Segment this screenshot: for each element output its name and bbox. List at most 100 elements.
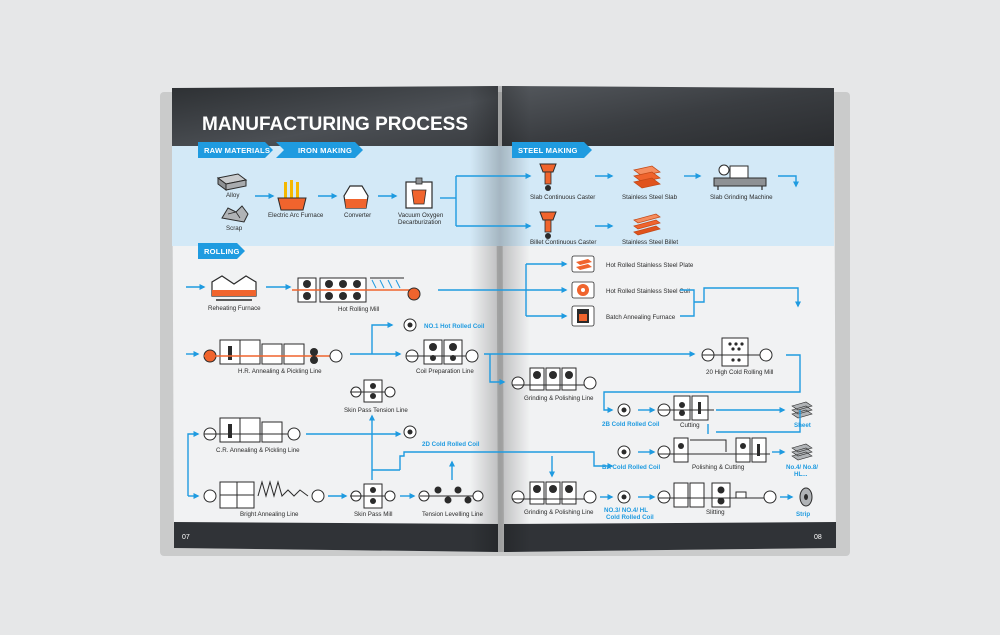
tab-raw-materials xyxy=(198,142,273,158)
polishing-cutting-label: Polishing & Cutting xyxy=(692,464,745,471)
coil-no3-label-2: Cold Rolled Coil xyxy=(606,514,654,521)
steel-slab-icon xyxy=(633,165,661,189)
footer-band-right xyxy=(504,522,836,552)
vod-icon xyxy=(405,177,433,209)
slab-caster-icon xyxy=(539,163,557,191)
cr-annealing-icon xyxy=(203,417,301,443)
coil-2b-icon xyxy=(617,403,631,417)
grinding-polishing-2-icon xyxy=(511,481,597,505)
sheet-label: Sheet xyxy=(794,422,811,429)
bright-annealing-label: Bright Annealing Line xyxy=(240,511,299,518)
cold-rolling-mill-icon xyxy=(701,337,773,367)
tab-iron-making xyxy=(276,142,363,158)
alloy-icon xyxy=(216,173,248,191)
strip-label: Strip xyxy=(796,511,810,518)
arrow-to-ba-coil xyxy=(399,451,614,470)
no1-coil-label: NO.1 Hot Rolled Coil xyxy=(424,323,485,330)
arrow-coil-batch-merge xyxy=(680,289,695,317)
hrm-label: Hot Rolling Mill xyxy=(338,306,379,313)
arrow-crm-to-2b-coil xyxy=(603,354,801,413)
bright-annealing-icon xyxy=(203,480,325,509)
strip-icon xyxy=(799,487,813,507)
vod-label-2: Decarburization xyxy=(398,219,442,226)
steel-slab-label: Stainless Steel Slab xyxy=(622,194,678,201)
crm-label: 20 High Cold Rolling Mill xyxy=(706,369,773,376)
no4-label-2: HL... xyxy=(794,471,808,478)
hr-plate-icon xyxy=(571,255,595,273)
page-title: MANUFACTURING PROCESS xyxy=(202,114,468,135)
vod-label-1: Vacuum Oxygen xyxy=(398,212,444,219)
coil-ba-icon xyxy=(617,445,631,459)
hot-rolling-mill-icon xyxy=(292,277,421,303)
tab-raw-materials-label: RAW MATERIALS xyxy=(204,146,270,155)
slab-caster-label: Slab Continuous Caster xyxy=(530,194,595,201)
eaf-label: Electric Arc Furnace xyxy=(268,212,324,219)
steel-billet-icon xyxy=(633,213,661,236)
tab-rolling-label: ROLLING xyxy=(204,247,240,256)
coil-ba-label: BA Cold Rolled Coil xyxy=(602,464,660,471)
skin-pass-mill-label: Skin Pass Mill xyxy=(354,511,393,518)
grinding-polishing-1-icon xyxy=(511,367,597,391)
coil-2d-label: 2D Cold Rolled Coil xyxy=(422,441,480,448)
arrow-to-right-edge xyxy=(694,287,801,308)
coil-2b-label: 2B Cold Rolled Coil xyxy=(602,421,660,428)
grinding-1-label: Grinding & Polishing Line xyxy=(524,395,594,402)
converter-icon xyxy=(343,185,369,209)
coil-prep-label: Coil Preparation Line xyxy=(416,368,474,375)
scrap-icon xyxy=(221,205,249,223)
sheet-icon xyxy=(791,401,813,419)
cutting-icon xyxy=(657,395,714,421)
hr-plate-label: Hot Rolled Stainless Steel Plate xyxy=(606,262,694,269)
coil-2d-icon xyxy=(403,425,417,439)
tab-steel-making-label: STEEL MAKING xyxy=(518,146,578,155)
reheating-label: Reheating Furnace xyxy=(208,305,261,312)
slab-grinding-machine-icon xyxy=(713,164,767,190)
arrow-to-no1-coil xyxy=(371,322,394,354)
electric-arc-furnace-icon xyxy=(277,180,307,211)
tab-rolling xyxy=(198,243,245,259)
slitting-label: Slitting xyxy=(706,509,725,516)
reheating-furnace-icon xyxy=(211,275,257,301)
skin-pass-tension-label: Skin Pass Tension Line xyxy=(344,407,408,414)
arrow-to-grinding-1 xyxy=(489,354,506,385)
header-band-right xyxy=(502,86,834,146)
footer-band-left xyxy=(174,522,498,552)
no4-sheet-icon xyxy=(791,443,813,461)
alloy-label: Alloy xyxy=(226,192,240,199)
tab-steel-making xyxy=(512,142,592,158)
slab-grinding-label: Slab Grinding Machine xyxy=(710,194,773,201)
coil-no3-icon xyxy=(617,490,631,504)
batch-annealing-label: Batch Annealing Furnace xyxy=(606,314,676,321)
tab-iron-making-label: IRON MAKING xyxy=(298,146,352,155)
no1-coil-icon xyxy=(403,318,417,332)
no4-label-1: No.4/ No.8/ xyxy=(786,464,818,471)
billet-caster-label: Billet Continuous Caster xyxy=(530,239,596,246)
scrap-label: Scrap xyxy=(226,225,243,232)
arrow-left-feed-up xyxy=(187,431,200,496)
billet-caster-icon xyxy=(539,211,557,239)
batch-annealing-icon xyxy=(571,305,595,327)
arrow-grinding-down xyxy=(778,175,799,188)
skin-pass-mill-icon xyxy=(350,483,396,509)
tension-levelling-label: Tension Levelling Line xyxy=(422,511,483,518)
coil-no3-label-1: NO.3/ NO.4/ HL xyxy=(604,507,648,514)
tension-levelling-icon xyxy=(418,486,484,504)
polishing-cutting-icon xyxy=(657,437,770,463)
slitting-icon xyxy=(657,482,777,508)
hr-annealing-icon xyxy=(203,339,343,365)
cr-annealing-label: C.R. Annealing & Pickling Line xyxy=(216,447,300,454)
header-band-left xyxy=(172,86,498,146)
skin-pass-tension-icon xyxy=(350,379,396,403)
page-number-left: 07 xyxy=(182,534,190,541)
converter-label: Converter xyxy=(344,212,371,219)
steel-billet-label: Stainless Steel Billet xyxy=(622,239,678,246)
gutter-shadow xyxy=(470,86,530,552)
arrow-right-loop xyxy=(716,410,801,433)
coil-prep-icon xyxy=(405,339,479,365)
page-number-right: 08 xyxy=(814,534,822,541)
hr-coil-label: Hot Rolled Stainless Steel Coil xyxy=(606,288,690,295)
hr-coil-icon xyxy=(571,281,595,299)
cutting-label: Cutting xyxy=(680,422,700,429)
